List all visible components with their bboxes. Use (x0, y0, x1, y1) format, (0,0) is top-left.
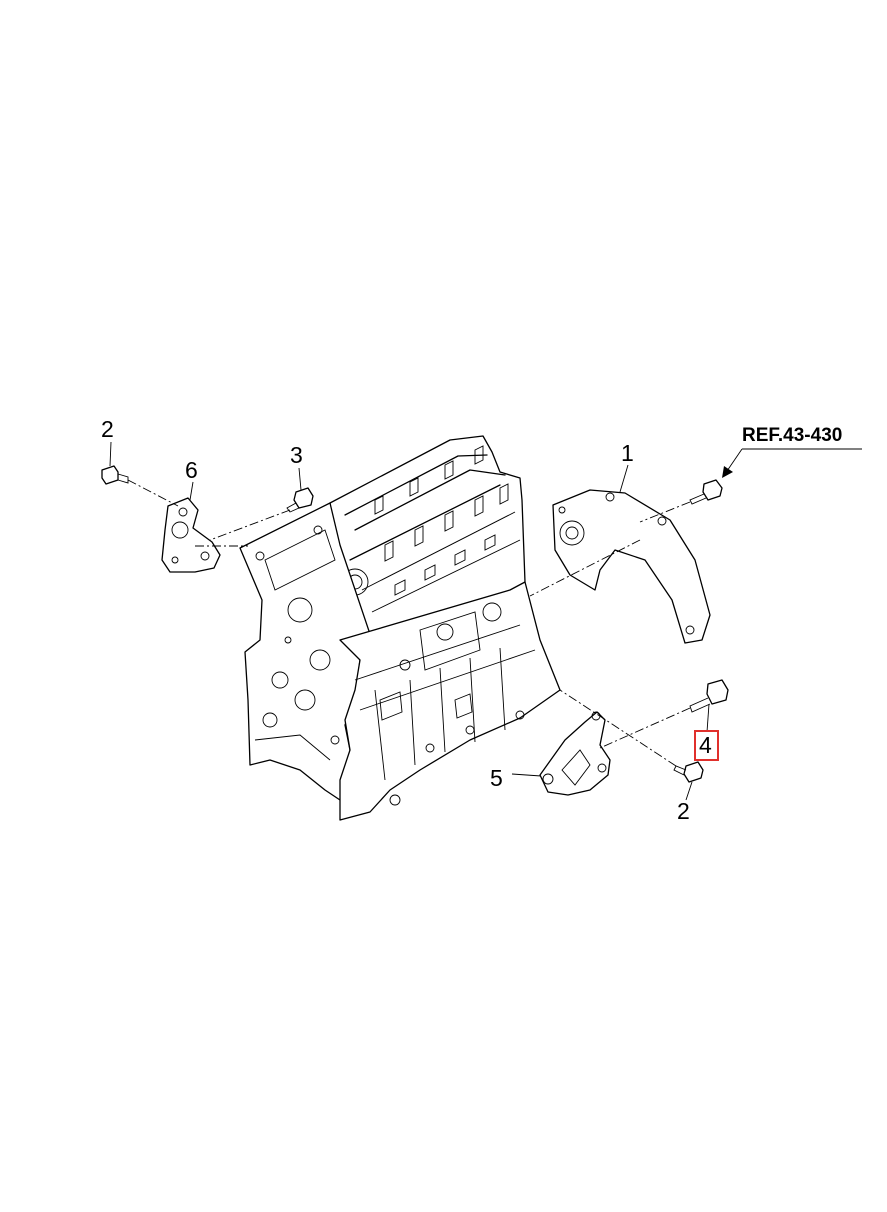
bolt-ref (689, 479, 723, 505)
callout-5[interactable]: 5 (490, 765, 503, 791)
callout-4-highlight-box (694, 730, 719, 761)
reference-link-label[interactable]: REF.43-430 (742, 425, 843, 446)
alignment-lines (127, 479, 691, 767)
callout-2-bottom[interactable]: 2 (677, 798, 690, 824)
part-1-cover-plate (552, 489, 711, 644)
callout-2-top[interactable]: 2 (101, 416, 114, 442)
callout-4[interactable]: 4 (699, 732, 712, 758)
engine-block (239, 435, 561, 821)
bolt-2-top (101, 465, 129, 485)
part-5-bracket (539, 711, 611, 796)
bolt-3 (286, 487, 314, 513)
callout-6[interactable]: 6 (185, 457, 198, 483)
leader-lines (109, 441, 862, 801)
bolt-2-bottom (673, 761, 704, 783)
callout-1[interactable]: 1 (621, 440, 634, 466)
callout-3[interactable]: 3 (290, 442, 303, 468)
bolt-4 (689, 679, 729, 713)
part-6-bracket (161, 497, 221, 573)
